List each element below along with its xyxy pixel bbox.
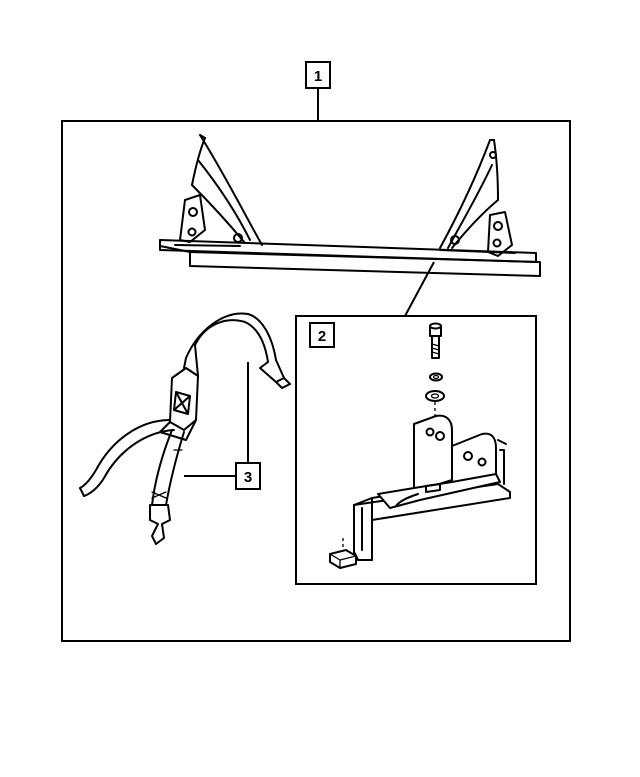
callout-2-label: 2	[318, 328, 326, 345]
rack-crossbar	[159, 239, 541, 277]
left-bike-holder	[174, 134, 263, 247]
right-bike-holder	[439, 139, 516, 257]
callout-3: 3	[184, 362, 261, 490]
detail-frame	[295, 315, 537, 585]
assembly-frame	[61, 120, 571, 642]
detail-leader	[404, 261, 435, 317]
callout-1-label: 1	[314, 68, 322, 85]
mounting-hardware	[342, 322, 445, 552]
strap-assembly	[79, 312, 291, 545]
t-nut	[329, 549, 357, 569]
callout-2: 2	[309, 322, 335, 348]
callout-1: 1	[305, 61, 331, 121]
callout-3-label: 3	[244, 469, 252, 486]
